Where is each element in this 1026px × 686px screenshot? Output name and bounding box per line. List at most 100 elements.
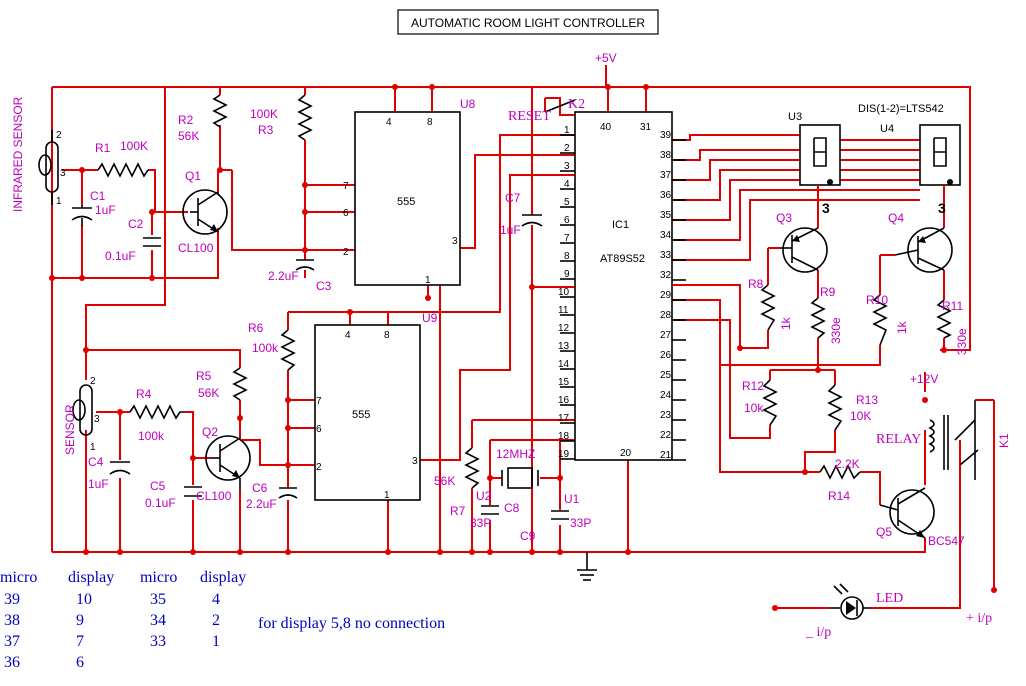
- svg-text:R8: R8: [748, 277, 764, 291]
- svg-text:K1: K1: [997, 433, 1011, 448]
- svg-text:33P: 33P: [470, 516, 491, 530]
- sensor-2: 2 3 1 SENSOR: [63, 376, 100, 455]
- svg-text:10k: 10k: [744, 401, 764, 415]
- svg-text:CL100: CL100: [196, 489, 232, 503]
- svg-text:4: 4: [386, 117, 392, 128]
- svg-text:2: 2: [90, 376, 96, 387]
- svg-text:U3: U3: [788, 111, 802, 123]
- svg-text:K2: K2: [568, 97, 585, 112]
- ic1-right-pin-number: 29: [660, 290, 672, 301]
- svg-text:3: 3: [60, 168, 66, 179]
- svg-text:20: 20: [620, 448, 632, 459]
- table-cell: 34: [150, 612, 166, 629]
- svg-text:7: 7: [343, 181, 349, 192]
- svg-text:31: 31: [640, 122, 652, 133]
- svg-text:U2: U2: [476, 489, 492, 503]
- svg-text:U4: U4: [880, 123, 894, 135]
- resistor-r10: R10 1k: [866, 293, 909, 346]
- svg-text:56K: 56K: [178, 129, 199, 143]
- ic1-right-pin-number: 34: [660, 230, 672, 241]
- resistor-r2: R2 56K: [178, 94, 228, 143]
- svg-text:C8: C8: [504, 501, 520, 515]
- svg-text:Q5: Q5: [876, 525, 892, 539]
- svg-text:6: 6: [316, 424, 322, 435]
- resistor-r11: R11 330e: [936, 299, 969, 355]
- capacitor-c2: C2 0.1uF: [105, 217, 161, 263]
- svg-text:8: 8: [384, 330, 390, 341]
- svg-text:2.2K: 2.2K: [835, 457, 860, 471]
- diagram-title: AUTOMATIC ROOM LIGHT CONTROLLER: [411, 16, 645, 30]
- svg-text:C4: C4: [88, 455, 104, 469]
- junction-dots: [49, 84, 997, 611]
- title-box: [397, 9, 659, 35]
- ic1-left-pin-number: 3: [564, 161, 570, 172]
- svg-text:1: 1: [384, 490, 390, 501]
- svg-text:+5V: +5V: [595, 51, 617, 65]
- svg-text:R11: R11: [942, 299, 963, 313]
- ic1-right-pin-number: 27: [660, 330, 672, 341]
- svg-text:2: 2: [316, 462, 322, 473]
- ic1-left-pin-number: 15: [558, 377, 570, 388]
- ic1-right-pin-number: 36: [660, 190, 672, 201]
- svg-text:C3: C3: [316, 279, 332, 293]
- svg-text:3: 3: [822, 200, 830, 216]
- svg-text:U9: U9: [422, 311, 438, 325]
- ic1-left-pin-number: 17: [558, 413, 570, 424]
- ic1-right-pin-number: 38: [660, 150, 672, 161]
- svg-text:+ i/p: + i/p: [966, 611, 992, 626]
- ic1-right-pin-number: 35: [660, 210, 672, 221]
- svg-text:R1: R1: [95, 141, 111, 155]
- svg-text:RELAY: RELAY: [876, 432, 921, 447]
- ic1-right-pin-number: 33: [660, 250, 672, 261]
- transistor-q1: Q1 CL100: [178, 169, 228, 255]
- svg-text:1k: 1k: [895, 320, 909, 334]
- ic1-left-pin-number: 5: [564, 197, 570, 208]
- table-cell: 38: [4, 612, 20, 629]
- svg-text:U1: U1: [564, 492, 580, 506]
- svg-text:LED: LED: [876, 591, 903, 606]
- svg-text:R2: R2: [178, 113, 194, 127]
- ic1-left-pin-number: 7: [564, 233, 570, 244]
- infrared-sensor: 2 3 1 INFRARED SENSOR: [11, 96, 66, 278]
- svg-text:100K: 100K: [250, 107, 278, 121]
- svg-text:56K: 56K: [198, 386, 219, 400]
- svg-text:1: 1: [90, 442, 96, 453]
- ic1-left-pin-number: 18: [558, 431, 570, 442]
- microcontroller-ic1: IC1 AT89S52 1234567891011121314151617181…: [558, 51, 686, 461]
- ic1-left-pin-number: 19: [558, 449, 570, 460]
- svg-text:R6: R6: [248, 321, 264, 335]
- svg-text:1uF: 1uF: [95, 203, 116, 217]
- svg-text:330e: 330e: [829, 317, 843, 344]
- resistor-r3: 100K R3: [250, 94, 313, 141]
- capacitor-c5: C5 0.1uF: [145, 479, 202, 510]
- svg-text:C5: C5: [150, 479, 166, 493]
- transistor-q5: Q5 BC547: [876, 487, 965, 548]
- table-header-micro-1: micro: [0, 569, 37, 586]
- svg-text:330e: 330e: [955, 328, 969, 355]
- sensor-label: SENSOR: [63, 404, 77, 455]
- svg-text:R9: R9: [820, 285, 836, 299]
- resistor-r1: R1 100K: [95, 139, 149, 178]
- ic1-left-pin-number: 1: [564, 125, 570, 136]
- ic1-right-pin-number: 25: [660, 370, 672, 381]
- svg-text:IC1: IC1: [612, 219, 629, 231]
- svg-text:R14: R14: [828, 489, 850, 503]
- ic1-right-pin-number: 37: [660, 170, 672, 181]
- svg-text:1k: 1k: [779, 316, 793, 330]
- table-cell: 35: [150, 591, 166, 608]
- capacitor-u1: U1 33P: [551, 492, 591, 530]
- svg-text:6: 6: [343, 208, 349, 219]
- svg-text:100k: 100k: [138, 429, 165, 443]
- table-cell: 10: [76, 591, 92, 608]
- svg-text:1: 1: [56, 196, 62, 207]
- ic1-right-pin-number: 28: [660, 310, 672, 321]
- capacitor-c1: C1 1uF: [71, 189, 116, 226]
- svg-text:12MHZ: 12MHZ: [496, 447, 535, 461]
- table-header-display-2: display: [200, 569, 246, 586]
- svg-text:AT89S52: AT89S52: [600, 253, 645, 265]
- svg-text:C6: C6: [252, 481, 268, 495]
- resistor-r5: R5 56K: [196, 367, 248, 401]
- svg-text:C7: C7: [505, 191, 521, 205]
- svg-text:Q1: Q1: [185, 169, 201, 183]
